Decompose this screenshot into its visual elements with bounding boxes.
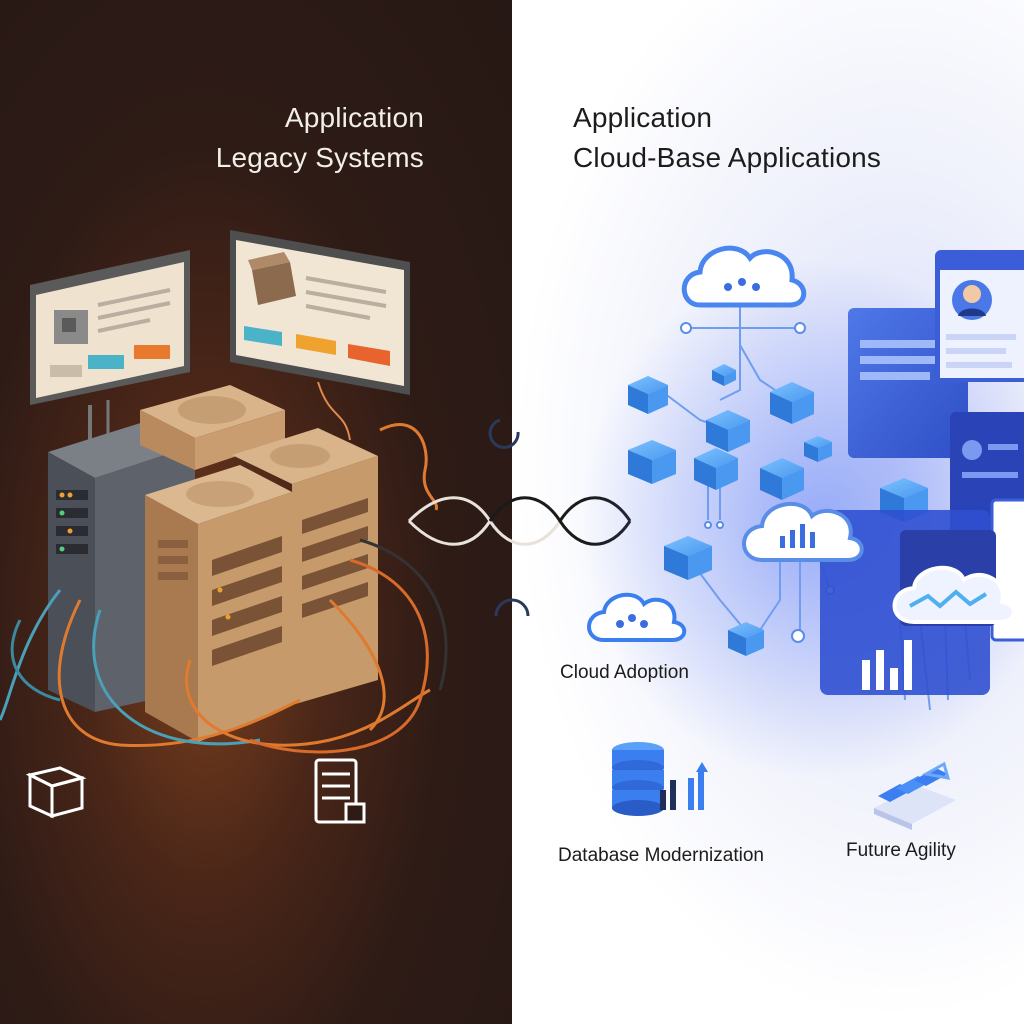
database-modernization-label: Database Modernization	[558, 845, 764, 866]
cloud-cubes	[628, 364, 928, 656]
legacy-box-icon	[25, 766, 87, 819]
legacy-server-tan-right	[232, 428, 378, 705]
future-agility-icon	[874, 761, 956, 830]
legacy-server-icon	[314, 758, 366, 824]
cloud-adoption-label: Cloud Adoption	[560, 662, 689, 683]
legacy-title: Application Legacy Systems	[216, 98, 424, 178]
legacy-title-line1: Application	[284, 102, 424, 133]
legacy-server-tan-back	[140, 385, 285, 470]
cloud-title-line1: Application	[573, 102, 713, 133]
cloud-analytics-icon	[742, 501, 864, 562]
legacy-cables	[0, 423, 448, 754]
legacy-server-tan-front	[145, 465, 292, 742]
cloud-top-icon	[681, 245, 807, 308]
cloud-trend-icon	[862, 565, 1016, 690]
cloud-title: Application Cloud-Base Applications	[573, 98, 881, 178]
cloud-title-line2: Cloud-Base Applications	[573, 142, 882, 173]
legacy-title-line2: Legacy Systems	[215, 142, 424, 173]
database-icon	[612, 742, 708, 816]
future-agility-label: Future Agility	[846, 840, 956, 861]
legacy-monitor-left	[30, 250, 190, 440]
cloud-adoption-icon	[587, 592, 687, 642]
legacy-monitor-right	[230, 230, 410, 441]
